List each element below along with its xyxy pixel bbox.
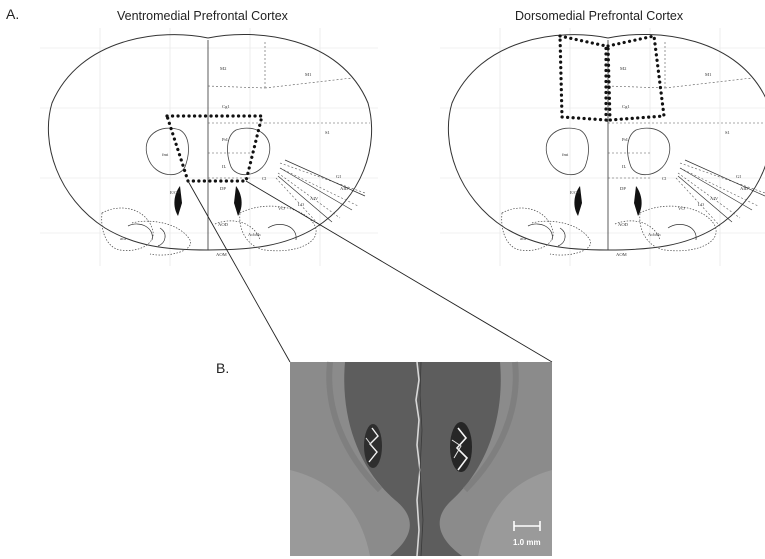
lesion-left: [364, 424, 382, 468]
histology-image: 1.0 mm: [290, 362, 552, 556]
dmpfc-roi-outline-right: [608, 36, 664, 120]
zoom-line-right: [246, 181, 552, 362]
dmpfc-roi-outline-left: [560, 36, 606, 120]
dmpfc-brain-section: [440, 28, 765, 266]
vmpfc-brain-section: [40, 28, 378, 266]
scale-bar-label: 1.0 mm: [513, 538, 541, 547]
lesion-right: [450, 422, 472, 472]
